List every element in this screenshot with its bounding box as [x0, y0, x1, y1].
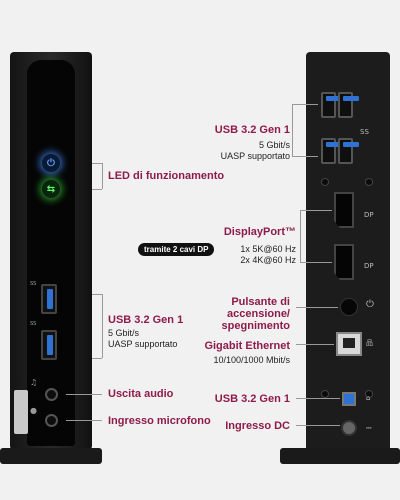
rear-usb-uasp: UASP supportato	[220, 151, 290, 161]
ethernet-speed: 10/100/1000 Mbit/s	[213, 355, 290, 365]
headphones-icon: ♫	[30, 378, 38, 387]
rear-usb-port-1[interactable]	[321, 92, 342, 118]
power-label-line-2: accensione/	[227, 308, 290, 320]
usb-b-pointer	[296, 398, 340, 399]
front-usb-speed: 5 Gbit/s	[108, 328, 140, 338]
dock-front-panel	[27, 60, 75, 446]
dp-bracket-top	[300, 210, 332, 211]
power-led-icon: ⏻	[42, 154, 60, 172]
ethernet-title: Gigabit Ethernet	[204, 340, 290, 352]
dp-label-2: DP	[364, 262, 374, 270]
dp-cable-pill: tramite 2 cavi DP	[138, 243, 215, 256]
ethernet-port[interactable]	[336, 332, 362, 356]
front-usb-uasp: UASP supportato	[108, 339, 178, 349]
dp-res-1: 1x 5K@60 Hz	[240, 244, 296, 254]
rear-usb-ss-logo: SS	[360, 128, 369, 136]
screw	[321, 390, 329, 398]
rear-usb-port-4[interactable]	[338, 138, 359, 164]
front-usb-port-1[interactable]	[41, 284, 57, 314]
dp-bracket-vert	[300, 210, 301, 262]
displayport-2[interactable]	[334, 244, 354, 280]
mic-in-jack[interactable]	[45, 414, 58, 427]
usb-b-icon: ⌂	[366, 394, 371, 402]
dp-label-1: DP	[364, 211, 374, 219]
usb-ss-logo-2: SS	[30, 321, 37, 327]
usb-ss-logo: SS	[30, 281, 37, 287]
dp-title: DisplayPort™	[223, 226, 296, 238]
rear-usb-bracket-bottom	[292, 156, 318, 157]
ethernet-pointer	[296, 344, 334, 345]
power-button[interactable]	[340, 298, 358, 316]
front-side-label-strip	[14, 390, 28, 434]
power-icon: ⏻	[366, 299, 374, 310]
dp-res-2: 2x 4K@60 Hz	[240, 255, 296, 265]
usb-b-port[interactable]	[342, 392, 356, 406]
dc-icon: ⎓	[366, 424, 372, 432]
audio-out-label: Uscita audio	[108, 388, 174, 400]
usb-b-title: USB 3.2 Gen 1	[214, 393, 290, 405]
ethernet-icon: 品	[366, 339, 373, 347]
screw	[321, 178, 329, 186]
dp-bracket-bottom	[300, 262, 332, 263]
dc-in-jack[interactable]	[341, 420, 357, 436]
dock-rear-stand	[280, 448, 400, 464]
front-usb-port-2[interactable]	[41, 330, 57, 360]
rear-usb-title: USB 3.2 Gen 1	[214, 124, 290, 136]
dc-title: Ingresso DC	[225, 420, 290, 432]
usb-led-icon: ⇆	[42, 180, 60, 198]
screw	[365, 178, 373, 186]
power-label-line-3: spegnimento	[221, 320, 290, 332]
usb-bracket-top	[92, 294, 102, 295]
dc-pointer	[296, 425, 340, 426]
displayport-1[interactable]	[334, 192, 354, 228]
mic-icon: ●	[30, 406, 37, 415]
power-label-line-1: Pulsante di	[231, 296, 290, 308]
usb-bracket-vert	[102, 294, 103, 358]
front-usb-title: USB 3.2 Gen 1	[108, 314, 184, 326]
usb-bracket-bottom	[92, 358, 102, 359]
power-pointer	[296, 307, 338, 308]
rear-usb-port-3[interactable]	[321, 138, 342, 164]
led-bracket-vert	[102, 163, 103, 189]
screw	[365, 390, 373, 398]
audio-pointer	[66, 394, 102, 395]
mic-in-label: Ingresso microfono	[108, 415, 211, 427]
rear-usb-port-2[interactable]	[338, 92, 359, 118]
power-button-label: Pulsante di accensione/ spegnimento	[190, 296, 290, 332]
led-bracket-bottom	[92, 189, 102, 190]
led-label: LED di funzionamento	[108, 170, 225, 182]
audio-out-jack[interactable]	[45, 388, 58, 401]
mic-pointer	[66, 420, 102, 421]
rear-usb-bracket-top	[292, 104, 318, 105]
dock-front-stand	[0, 448, 102, 464]
led-bracket-top	[92, 163, 102, 164]
rear-usb-bracket-vert	[292, 104, 293, 156]
rear-usb-speed: 5 Gbit/s	[258, 140, 290, 150]
